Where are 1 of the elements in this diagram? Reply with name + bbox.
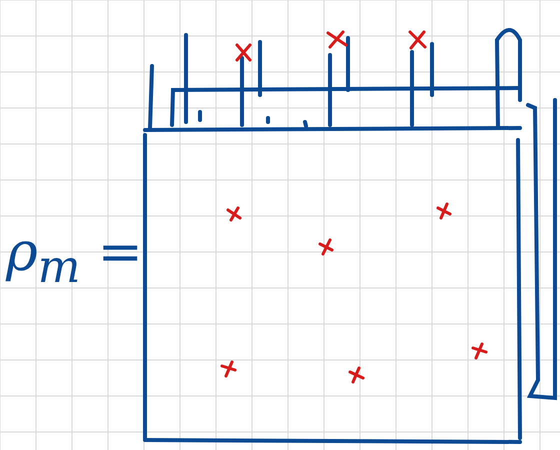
equation-label: ρ$_{m}$ = (6, 220, 143, 293)
